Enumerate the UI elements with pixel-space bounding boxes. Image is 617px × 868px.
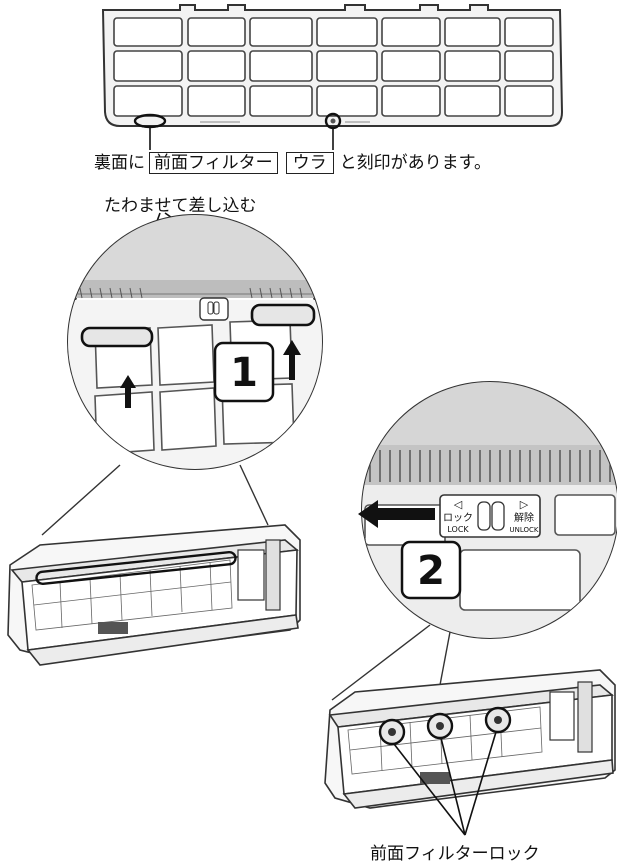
filter-back-illustration xyxy=(101,4,564,150)
svg-text:▷: ▷ xyxy=(520,498,529,511)
insert-instruction-label: たわませて差し込む xyxy=(104,196,257,216)
step2-number: 2 xyxy=(417,548,445,594)
stamp-box-ura: ウラ xyxy=(285,152,334,174)
caption-suffix: と刻印があります。 xyxy=(339,153,491,173)
lock-en-label: LOCK xyxy=(447,525,469,534)
front-filter-lock-label: 前面フィルターロック xyxy=(370,844,540,864)
caption-prefix: 裏面に xyxy=(94,153,145,173)
svg-text:◁: ◁ xyxy=(454,498,463,511)
step1-badge xyxy=(213,341,275,403)
stamp-caption: 裏面に前面フィルターウラと刻印があります。 xyxy=(94,150,491,176)
step2-illustration: ◁ ▷ ロック LOCK 解除 UNLOCK 2 xyxy=(324,381,617,836)
stamp-box-front-filter: 前面フィルター xyxy=(149,152,278,174)
step1-illustration: 1 xyxy=(7,212,323,666)
lock-jp-label: ロック xyxy=(443,512,473,524)
unlock-jp-label: 解除 xyxy=(514,511,534,524)
unlock-en-label: UNLOCK xyxy=(510,526,539,534)
step1-number: 1 xyxy=(230,350,258,396)
